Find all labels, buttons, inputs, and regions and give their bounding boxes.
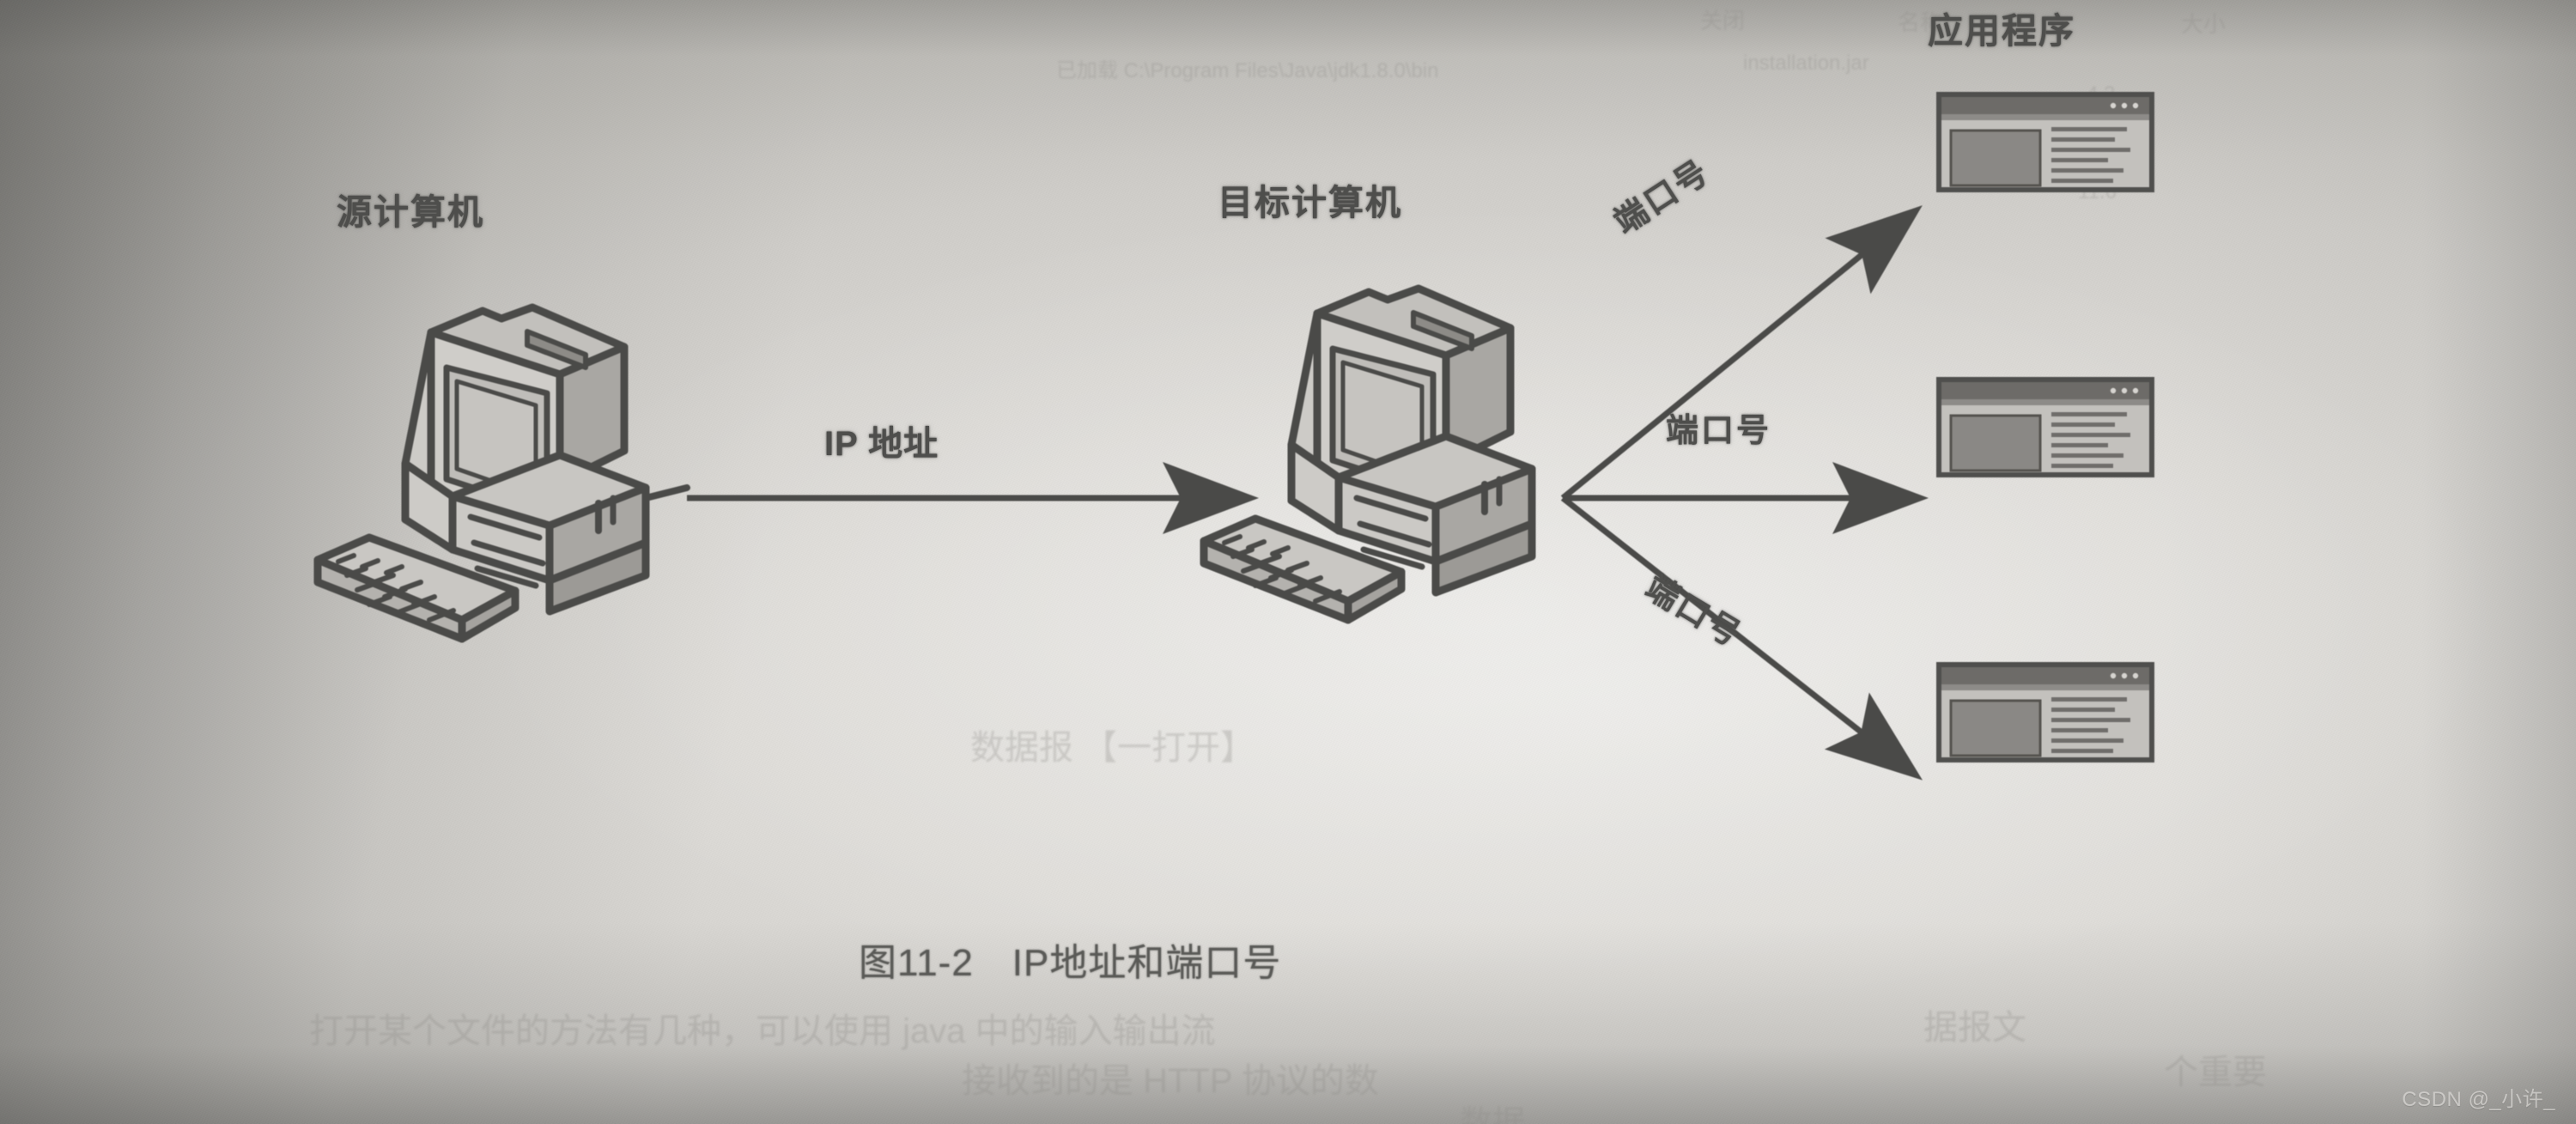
app-window-2 (1936, 377, 2154, 477)
app-window-1 (1936, 92, 2154, 192)
port-number-label-2: 端口号 (1666, 413, 1772, 449)
source-computer-icon (302, 292, 690, 678)
target-computer-icon (1188, 273, 1575, 659)
csdn-watermark: CSDN @_小许_ (2402, 1088, 2555, 1111)
ip-address-label: IP 地址 (824, 425, 939, 463)
source-computer-label: 源计算机 (337, 192, 484, 232)
figure-caption: 图11-2 IP地址和端口号 (859, 942, 1282, 984)
arrow-port-1 (1560, 205, 1923, 501)
applications-label: 应用程序 (1928, 11, 2075, 51)
target-computer-label: 目标计算机 (1218, 183, 1402, 222)
app-window-3 (1936, 662, 2154, 762)
arrow-port-3 (1560, 495, 1923, 781)
